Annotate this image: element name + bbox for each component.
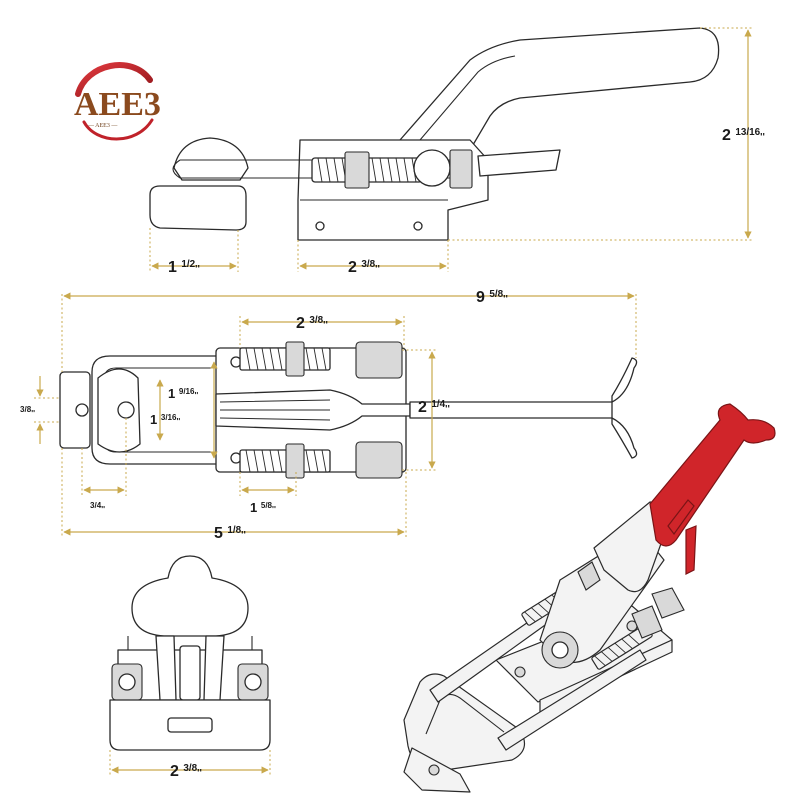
top-end-dimension: 3/4'' — [81, 418, 127, 514]
top-length-label: 5 1/8'' — [214, 525, 246, 542]
side-height-dimension: 2 13/16'' — [448, 27, 765, 241]
logo-ring-bottom — [82, 118, 154, 141]
top-tip-label: 3/8'' — [20, 405, 35, 418]
top-thread-label: 1 5/8'' — [250, 500, 276, 515]
toggle-clamp-top-view — [59, 341, 638, 479]
top-spread-label: 2 3/8'' — [296, 315, 328, 332]
top-length-dimension: 5 1/8'' — [61, 448, 407, 542]
side-height-label: 2 13/16'' — [722, 127, 765, 144]
top-width-label: 2 1/4'' — [418, 399, 450, 416]
toggle-clamp-3d-view — [403, 403, 776, 793]
front-width-dimension: 2 3/8'' — [109, 750, 271, 780]
top-width-dimension: 2 1/4'' — [402, 349, 450, 471]
top-end-label: 3/4'' — [90, 501, 105, 514]
front-width-label: 2 3/8'' — [170, 763, 202, 780]
top-inner-label: 1 3/16'' — [150, 412, 180, 427]
top-hole-sep-label: 1 9/16'' — [168, 386, 198, 401]
top-tip-dimension: 3/8'' — [20, 376, 60, 444]
logo-ring-top — [75, 62, 153, 97]
top-spread-dimension: 2 3/8'' — [239, 315, 405, 348]
side-hook-dimension: 1 1/2'' — [149, 228, 239, 276]
logo-mark-text: AEE3 — [74, 86, 161, 123]
top-total-label: 9 5/8'' — [476, 289, 508, 306]
logo-tagline: — AEE3 — — [87, 123, 118, 129]
top-total-dimension: 9 5/8'' — [61, 289, 637, 372]
top-inner-dimension: 1 3/16'' — [150, 379, 180, 441]
side-base-label: 2 3/8'' — [348, 259, 380, 276]
top-thread-dimension: 1 5/8'' — [239, 472, 297, 515]
side-hook-label: 1 1/2'' — [168, 259, 200, 276]
toggle-clamp-front-view — [109, 555, 271, 751]
logo: AEE3 — AEE3 — — [74, 62, 161, 141]
toggle-clamp-side-view — [149, 27, 720, 241]
top-hole-sep-dimension: 1 9/16'' — [168, 361, 218, 459]
side-base-dimension: 2 3/8'' — [297, 240, 449, 276]
